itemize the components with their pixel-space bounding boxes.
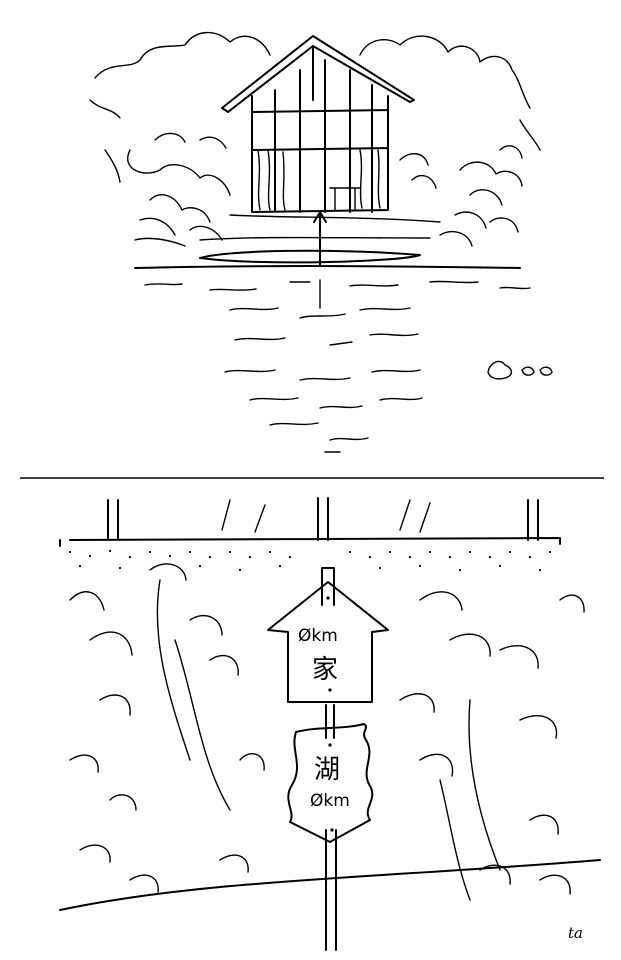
nail: [328, 743, 332, 747]
sign-lower-label: 湖: [314, 755, 340, 785]
artist-signature: ta: [568, 924, 583, 942]
sign-upper-board: [267, 581, 389, 703]
house-curtains: [257, 149, 381, 211]
nail: [326, 596, 330, 600]
boat: [199, 249, 421, 264]
water-reflections: [144, 279, 531, 453]
sign-upper-distance: Økm: [298, 626, 338, 646]
shrubs-left: [104, 132, 231, 247]
gravel: [68, 549, 552, 572]
shrubs-right: [399, 145, 523, 247]
table: [329, 187, 361, 211]
nail: [328, 688, 332, 692]
sign-upper-label: 家: [312, 655, 338, 685]
background-trees: [89, 31, 541, 151]
fence: [59, 497, 561, 547]
bottom-panel: Økm 家 湖 Økm ta: [59, 497, 601, 951]
plants-right: [399, 591, 585, 901]
house-roof: [221, 35, 415, 113]
sign-lower-distance: Økm: [310, 791, 350, 811]
nail: [330, 828, 334, 832]
shoreline: [134, 265, 521, 269]
figure: [313, 211, 327, 267]
walkway-edge: [59, 859, 601, 911]
fence-shadows: [221, 499, 431, 533]
plants-left: [69, 563, 265, 893]
sign-lower-board: [287, 723, 374, 843]
ducks: [487, 360, 553, 380]
top-panel: [89, 31, 553, 453]
